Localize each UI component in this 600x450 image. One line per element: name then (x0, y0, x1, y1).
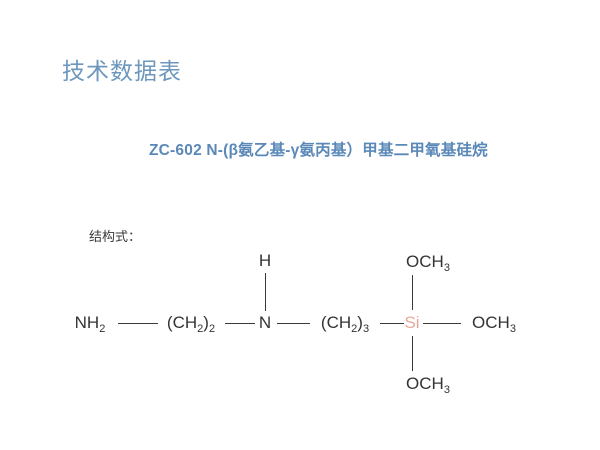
atom-label-h: H (258, 251, 272, 270)
chemical-structure-diagram: NH2 (CH2)2 H N (CH2)3 Si OCH3 OCH3 OCH3 (60, 248, 540, 413)
atom-label-och3-top: OCH3 (406, 252, 450, 274)
bond-n-to-ch2 (277, 323, 310, 324)
bond-si-to-och3-right (423, 323, 461, 324)
atom-label-och3-right: OCH3 (472, 313, 516, 335)
atom-label-nh2: NH2 (74, 313, 106, 335)
structural-formula-label: 结构式： (89, 229, 142, 244)
atom-label-n: N (258, 313, 272, 332)
product-name-heading: ZC-602 N-(β氨乙基-γ氨丙基）甲基二甲氧基硅烷 (149, 142, 488, 159)
bond-ch2-to-si (380, 323, 404, 324)
bond-ch2-to-n (225, 323, 255, 324)
bond-nh2-to-ch2 (118, 323, 158, 324)
atom-label-si: Si (404, 313, 420, 332)
bond-h-to-n (265, 273, 266, 311)
atom-label-ch2-2: (CH2)2 (166, 313, 216, 335)
atom-label-och3-bottom: OCH3 (406, 374, 450, 396)
bond-si-to-och3-bottom (412, 336, 413, 371)
bond-si-to-och3-top (412, 275, 413, 310)
page-title: 技术数据表 (62, 59, 182, 84)
atom-label-ch2-3: (CH2)3 (320, 313, 370, 335)
